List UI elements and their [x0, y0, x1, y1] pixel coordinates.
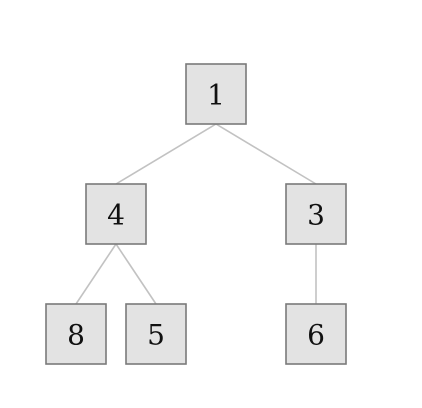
tree-node-left-right: 5 — [125, 303, 187, 365]
node-box — [85, 183, 147, 245]
node-label: 4 — [107, 199, 125, 232]
node-label: 8 — [67, 319, 85, 352]
edge-4-5 — [115, 243, 157, 305]
tree-node-right-only: 6 — [285, 303, 347, 365]
edge-1-3 — [215, 123, 317, 185]
node-box — [45, 303, 107, 365]
node-box — [125, 303, 187, 365]
node-label: 6 — [307, 319, 325, 352]
node-box — [285, 303, 347, 365]
node-label: 3 — [307, 199, 325, 232]
edge-4-8 — [75, 243, 117, 305]
node-box — [285, 183, 347, 245]
tree-node-left: 4 — [85, 183, 147, 245]
node-box — [185, 63, 247, 125]
tree-node-right: 3 — [285, 183, 347, 245]
edge-1-4 — [115, 123, 217, 185]
tree-node-left-left: 8 — [45, 303, 107, 365]
node-label: 1 — [207, 79, 225, 112]
tree-node-root: 1 — [185, 63, 247, 125]
node-label: 5 — [147, 319, 165, 352]
